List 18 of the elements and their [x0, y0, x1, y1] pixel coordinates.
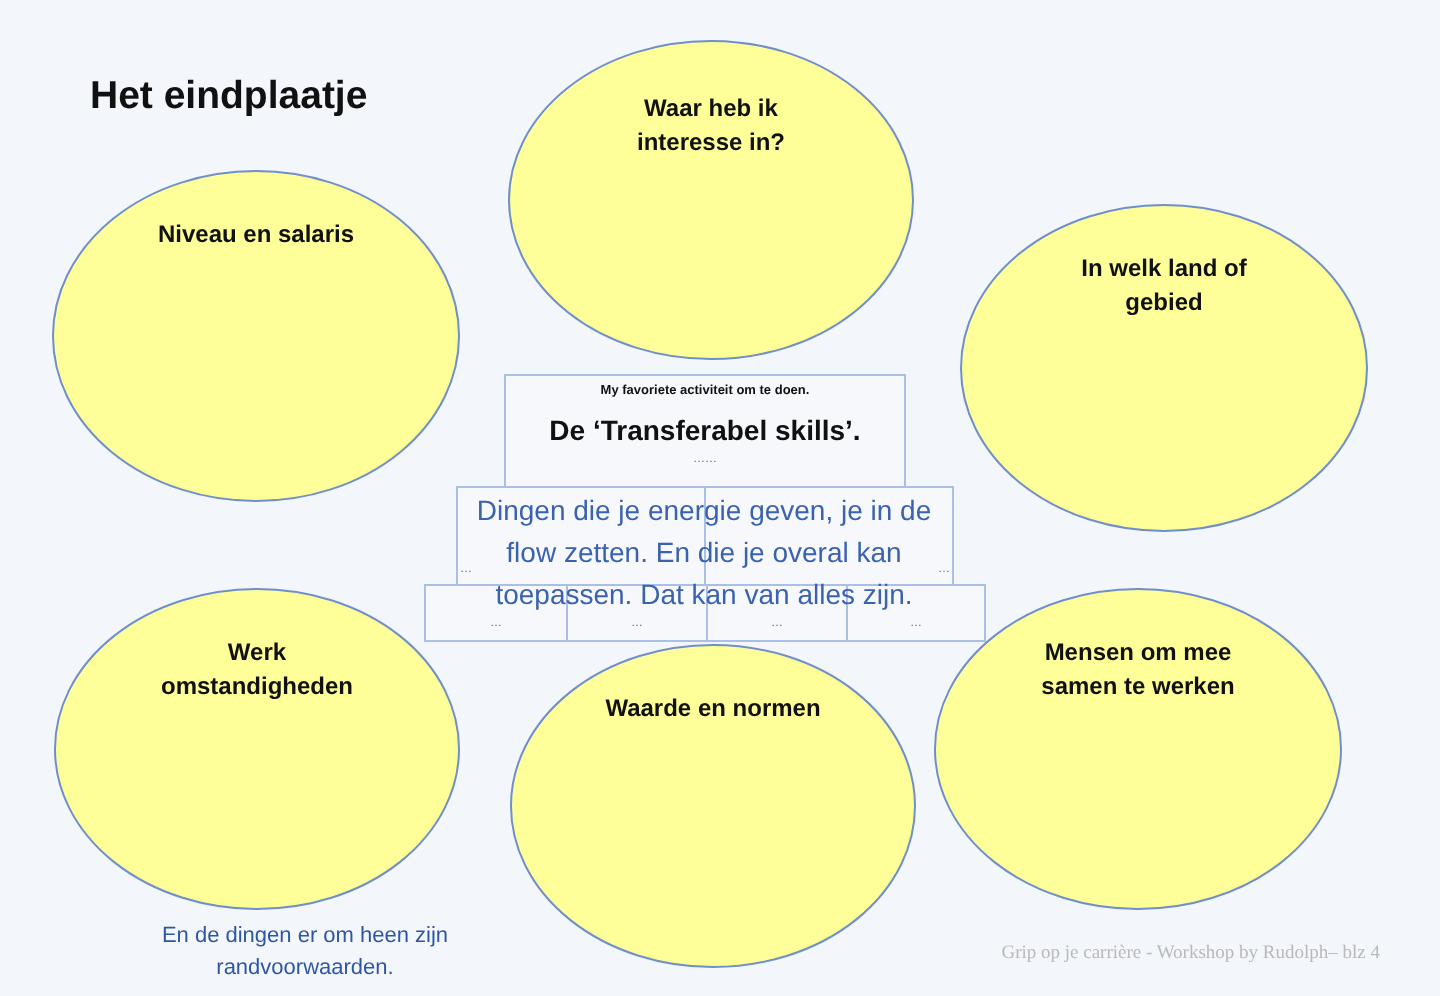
- topic-label: Werk omstandigheden: [158, 636, 355, 704]
- topic-label: Waar heb ik interesse in?: [634, 92, 788, 160]
- topic-ellipse: [54, 588, 460, 910]
- topic-ellipse: [960, 204, 1368, 532]
- topic-label: In welk land of gebied: [1079, 252, 1249, 320]
- topic-label: Niveau en salaris: [155, 218, 357, 252]
- footer-text: Grip op je carrière - Workshop by Rudolph– blz 4: [1001, 942, 1380, 966]
- topic-label: Waarde en normen: [603, 692, 823, 726]
- note-text: En de dingen er om heen zijn randvoorwaarden.: [159, 922, 451, 984]
- topic-ellipse: [510, 644, 916, 968]
- topic-ellipse: [52, 170, 460, 502]
- title-text: Het eindplaatje: [90, 74, 368, 118]
- description-text: Dingen die je energie geven, je in de flow zetten. En die je overal kan toepassen. Dat kan van alles zijn.: [474, 492, 934, 614]
- topic-ellipse: [508, 40, 914, 360]
- topic-label: Mensen om mee samen te werken: [1039, 636, 1237, 704]
- hierarchy-box: [504, 374, 906, 488]
- heading-text: De ‘Transferabel skills’.: [549, 412, 861, 448]
- topic-ellipse: [934, 588, 1342, 910]
